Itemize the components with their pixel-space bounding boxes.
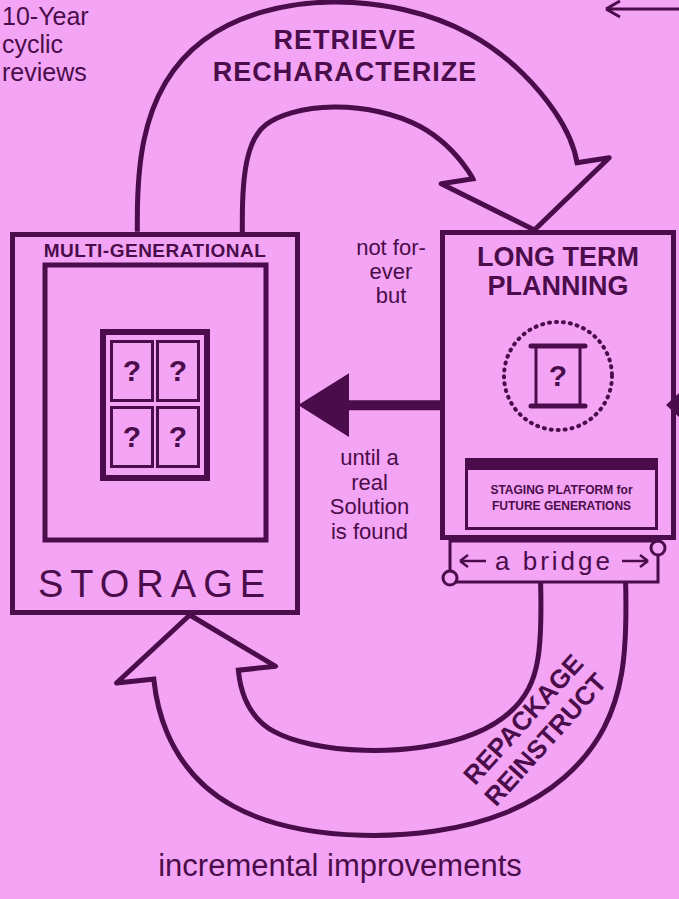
node-heading: a bridge bbox=[438, 536, 670, 590]
storage-window bbox=[103, 332, 207, 478]
node-heading: LONG TERM PLANNING bbox=[445, 243, 671, 301]
edge-label: RETRIEVE RECHARACTERIZE bbox=[170, 24, 520, 89]
note-label: until a real Solution is found bbox=[322, 446, 417, 545]
node-heading: ? bbox=[159, 343, 197, 399]
note-label: 10-Year cyclic reviews bbox=[2, 2, 98, 86]
node-text: STORAGE bbox=[15, 563, 295, 606]
question-tile: ? bbox=[110, 340, 154, 402]
question-tile: ? bbox=[156, 340, 200, 402]
bridge-scroll: a bridge bbox=[438, 536, 670, 590]
question-tile: ? bbox=[110, 406, 154, 468]
arrow-head bbox=[300, 375, 348, 435]
edge-label: not for-ever but bbox=[355, 236, 427, 309]
node-heading: ? bbox=[113, 409, 151, 465]
offpage-arrow bbox=[606, 1, 679, 17]
bridge-arrow bbox=[460, 555, 486, 567]
bridge-arrow bbox=[622, 555, 648, 567]
node-heading: MULTI-GENERATIONAL bbox=[15, 240, 295, 262]
node-heading: ? bbox=[159, 409, 197, 465]
scroll-circle: ? bbox=[500, 318, 616, 434]
note-label: incremental improvements bbox=[60, 848, 620, 884]
scroll-curl bbox=[443, 571, 457, 585]
storage-box: MULTI-GENERATIONAL STORAGE???? bbox=[10, 232, 300, 615]
arrow-shaft bbox=[346, 400, 440, 410]
node-heading: ? bbox=[113, 343, 151, 399]
node-heading: STAGING PLATFORM for FUTURE GENERATIONS bbox=[474, 483, 649, 514]
staging-band: STAGING PLATFORM for FUTURE GENERATIONS bbox=[465, 458, 658, 530]
question-tile: ? bbox=[156, 406, 200, 468]
storage-frame bbox=[45, 265, 266, 540]
scroll-curl bbox=[651, 541, 665, 555]
flow-arrow bbox=[300, 375, 440, 435]
node-heading: ? bbox=[500, 318, 616, 434]
planning-box: LONG TERM PLANNING? STAGING PLATFORM for … bbox=[440, 230, 676, 540]
